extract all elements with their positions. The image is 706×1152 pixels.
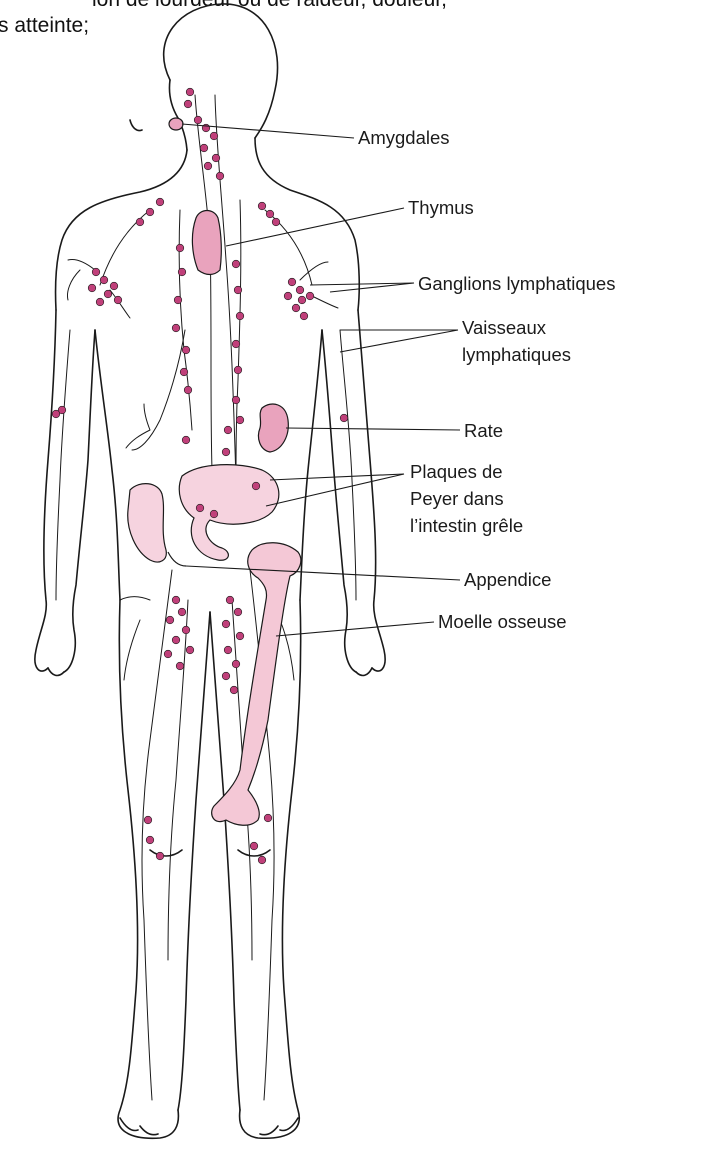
lymph-node-dot [222, 620, 230, 628]
lymph-node-dot [232, 396, 240, 404]
thymus-organ [192, 211, 221, 275]
lymph-node-dot [224, 426, 232, 434]
label-lymph-nodes: Ganglions lymphatiques [418, 273, 615, 294]
lymph-node-dot [164, 650, 172, 658]
label-appendix: Appendice [464, 569, 551, 590]
lymph-node-dot [272, 218, 280, 226]
large-intestine-organ [128, 484, 167, 562]
lymph-node-dot [266, 210, 274, 218]
lymph-node-dot [96, 298, 104, 306]
lymph-node-dot [226, 596, 234, 604]
lymph-node-dot [172, 596, 180, 604]
lymph-node-dot [264, 814, 272, 822]
lymph-node-dot [284, 292, 292, 300]
lymph-node-dot [186, 88, 194, 96]
lymph-node-dot [222, 448, 230, 456]
lymph-node-dot [236, 312, 244, 320]
lymph-node-dot [232, 260, 240, 268]
lymph-node-dot [146, 208, 154, 216]
lymph-node-dot [224, 646, 232, 654]
appendix-organ [168, 552, 186, 566]
lymph-node-dot [180, 368, 188, 376]
lymph-node-dot [182, 346, 190, 354]
body-outline [35, 4, 385, 1138]
label-tonsils: Amygdales [358, 127, 450, 148]
label-lymph-vessels-1: Vaisseaux [462, 317, 547, 338]
lymph-node-dot [306, 292, 314, 300]
lymph-node-dot [174, 296, 182, 304]
femur-bone [212, 543, 301, 826]
lymph-node-dot [88, 284, 96, 292]
lymph-node-dot [146, 836, 154, 844]
lymph-node-dot [340, 414, 348, 422]
lymph-node-dot [172, 324, 180, 332]
label-lymph-vessels-2: lymphatiques [462, 344, 571, 365]
lymph-node-dot [232, 340, 240, 348]
lymph-node-dot [298, 296, 306, 304]
lymph-node-dot [250, 842, 258, 850]
lymph-node-dot [172, 636, 180, 644]
lymph-node-dot [288, 278, 296, 286]
lymph-node-dot [182, 626, 190, 634]
lymph-node-dot [104, 290, 112, 298]
lymph-node-dot [292, 304, 300, 312]
lymph-node-dot [114, 296, 122, 304]
lymph-node-dot [176, 662, 184, 670]
lymph-node-dot [182, 436, 190, 444]
label-bone-marrow: Moelle osseuse [438, 611, 567, 632]
lymph-node-dot [252, 482, 260, 490]
lymph-node-dot [200, 144, 208, 152]
lymph-node-dot [210, 510, 218, 518]
lymph-node-dot [222, 672, 230, 680]
lymph-node-dot [234, 608, 242, 616]
label-peyer-3: l’intestin grêle [410, 515, 523, 536]
lymph-node-dot [210, 132, 218, 140]
lymph-node-dot [184, 386, 192, 394]
lymph-node-dot [52, 410, 60, 418]
lymph-node-dot [232, 660, 240, 668]
lymph-node-dot [156, 852, 164, 860]
lymph-node-dot [234, 366, 242, 374]
lymph-node-dot [178, 268, 186, 276]
lymph-node-dot [216, 172, 224, 180]
label-peyer-2: Peyer dans [410, 488, 504, 509]
lymph-node-dot [156, 198, 164, 206]
spleen-organ [258, 404, 288, 452]
lymph-node-dot [136, 218, 144, 226]
lymph-node-dot [212, 154, 220, 162]
lymph-node-dot [236, 416, 244, 424]
lymph-node-dot [300, 312, 308, 320]
lymph-node-dot [196, 504, 204, 512]
lymph-node-dot [258, 202, 266, 210]
lymph-node-dot [186, 646, 194, 654]
lymph-node-dot [178, 608, 186, 616]
lymph-node-dot [258, 856, 266, 864]
lymph-node-dot [100, 276, 108, 284]
lymph-node-dot [144, 816, 152, 824]
lymph-node-dot [234, 286, 242, 294]
lymph-node-dot [204, 162, 212, 170]
lymph-node-dot [230, 686, 238, 694]
lymph-node-dot [236, 632, 244, 640]
label-peyer-1: Plaques de [410, 461, 503, 482]
lymph-node-dot [176, 244, 184, 252]
lymph-node-dot [110, 282, 118, 290]
labels: Amygdales Thymus Ganglions lymphatiques … [358, 127, 615, 632]
lymph-node-dot [296, 286, 304, 294]
lymph-node-dot [184, 100, 192, 108]
tonsils-organ [169, 118, 183, 130]
lymph-node-dot [166, 616, 174, 624]
lymph-node-dot [92, 268, 100, 276]
label-thymus: Thymus [408, 197, 474, 218]
label-spleen: Rate [464, 420, 503, 441]
lymph-node-dot [194, 116, 202, 124]
